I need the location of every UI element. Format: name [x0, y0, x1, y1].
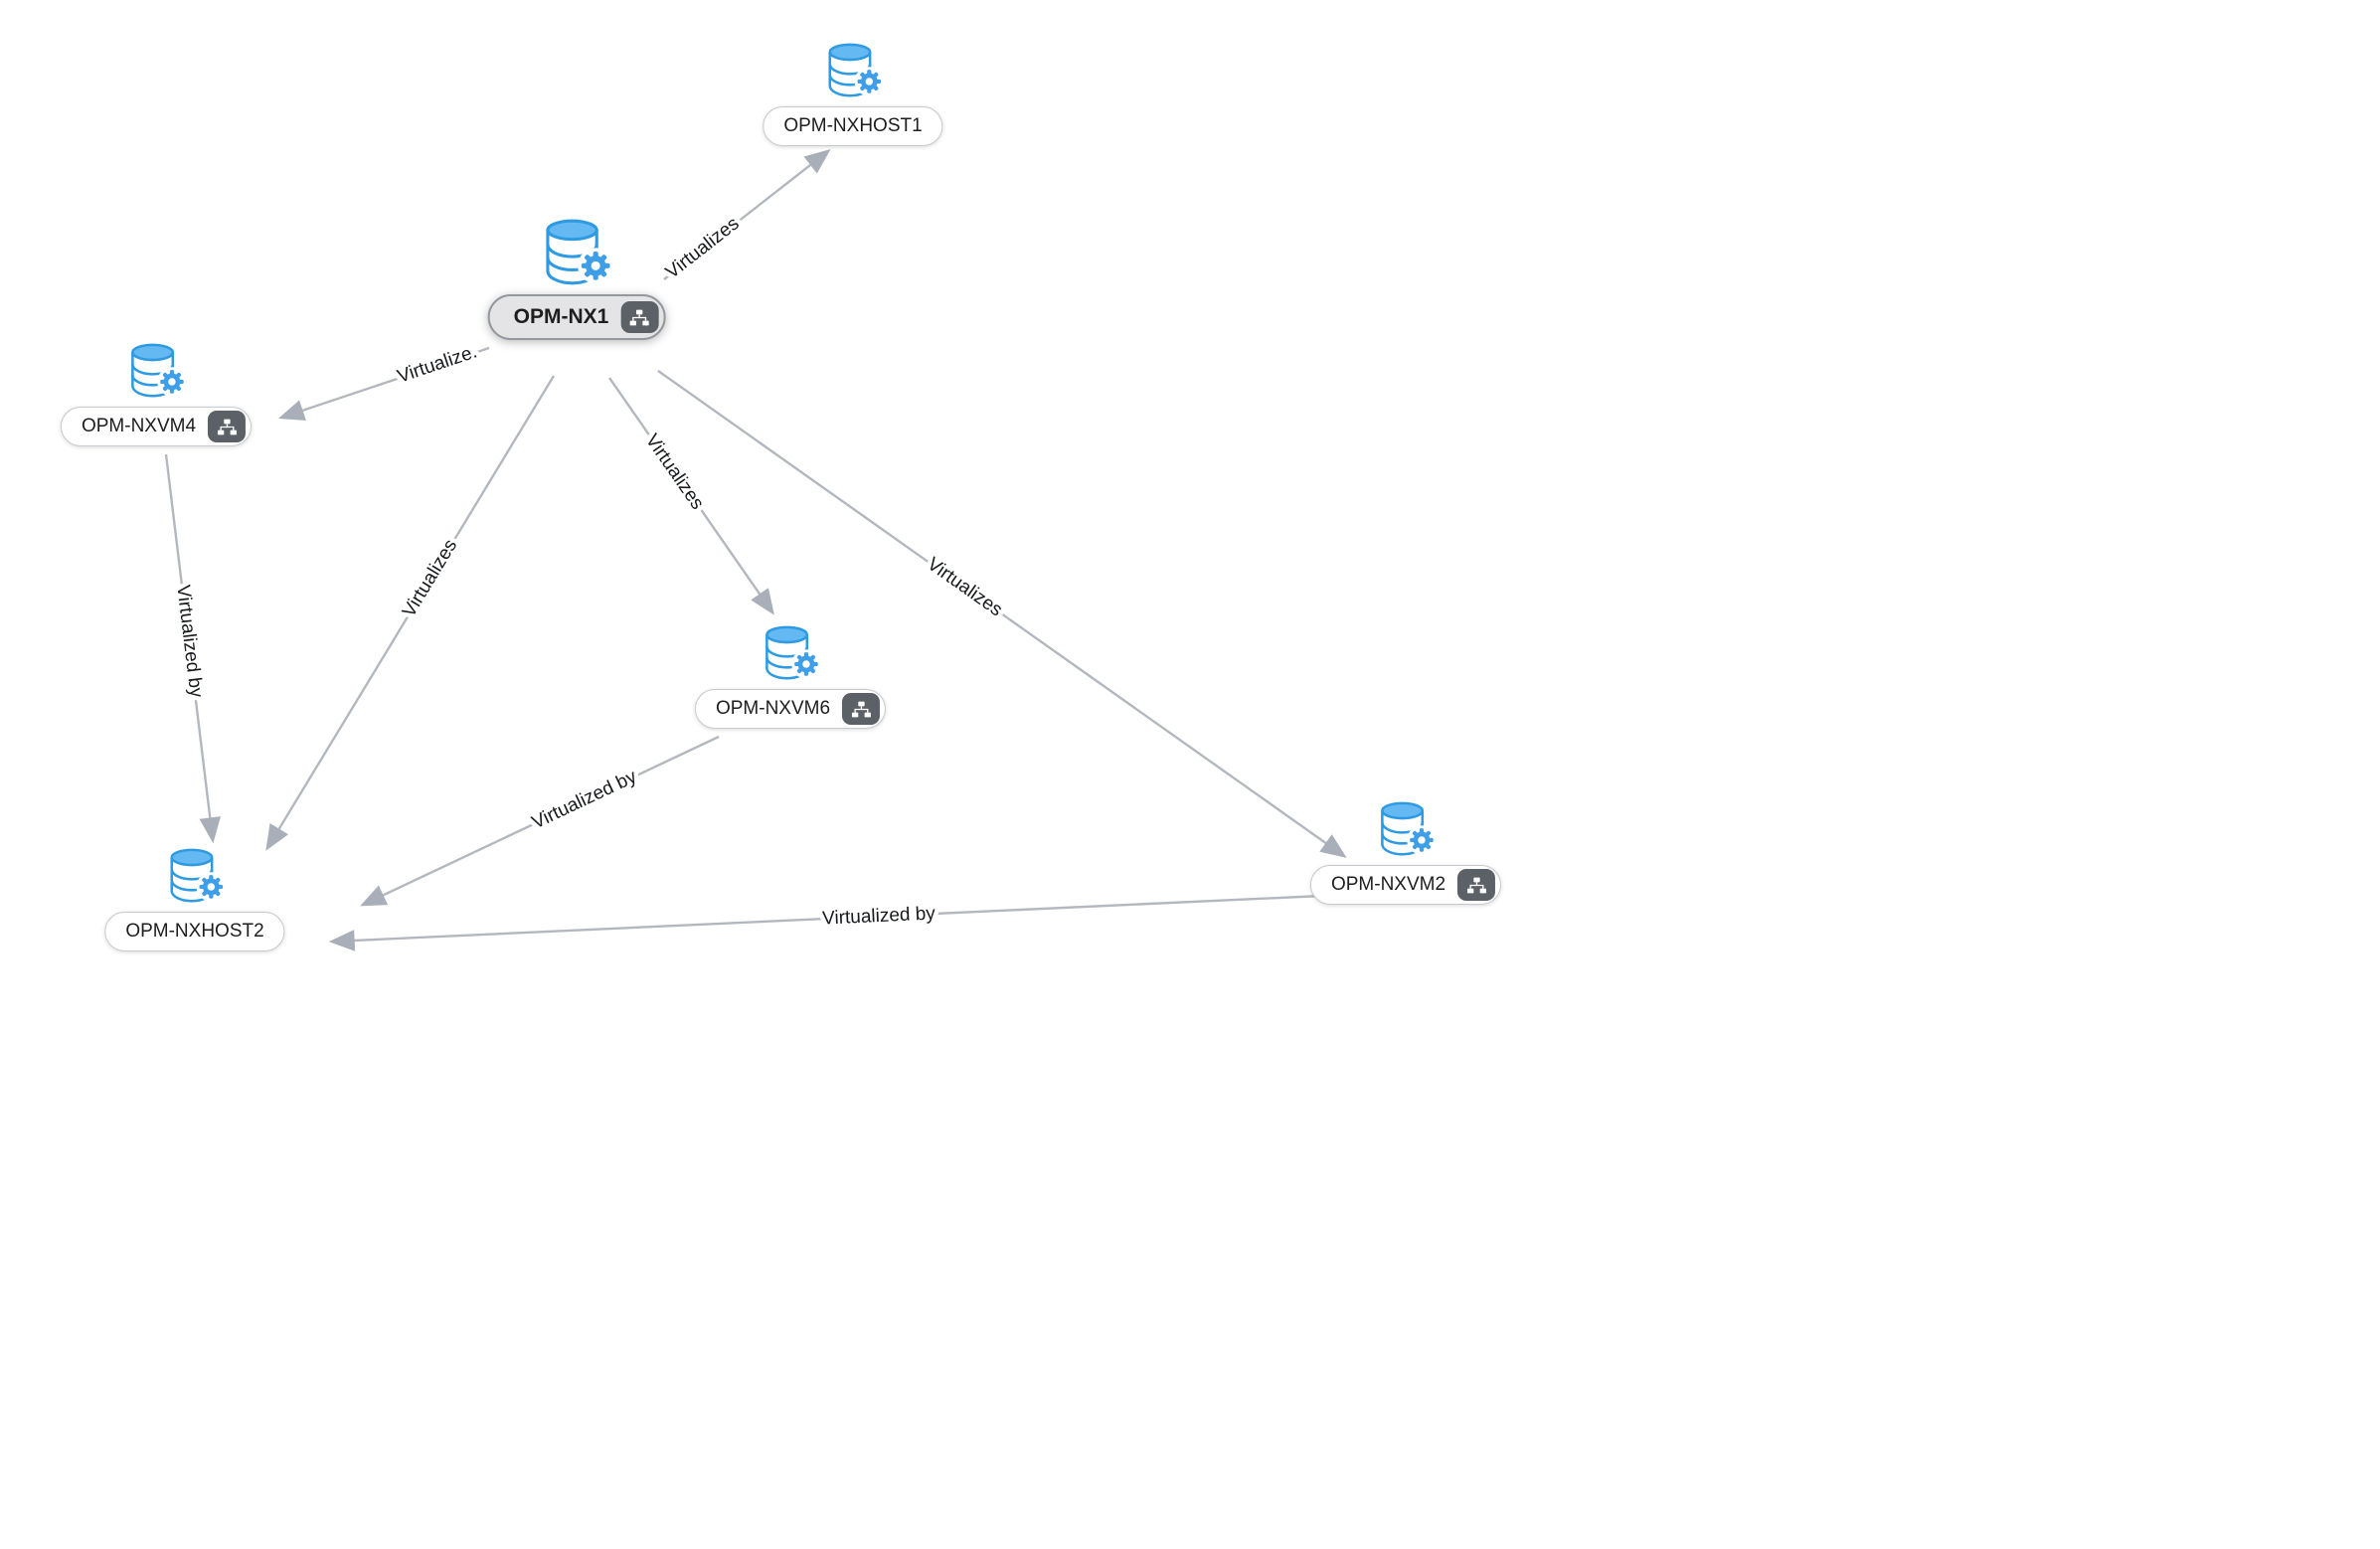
edge-label: Virtualize.	[395, 341, 479, 387]
node-opm-nxvm6: OPM-NXVM6	[694, 623, 887, 729]
node-pill[interactable]: OPM-NXVM6	[694, 689, 887, 729]
edge-label: Virtualizes	[924, 554, 1006, 621]
node-label: OPM-NXVM4	[81, 416, 197, 436]
node-label: OPM-NXVM6	[715, 698, 831, 719]
database-gear-icon[interactable]	[124, 341, 188, 401]
database-gear-icon[interactable]	[1374, 799, 1438, 859]
expand-topology-badge[interactable]	[842, 693, 881, 725]
node-label: OPM-NXHOST1	[783, 115, 923, 136]
expand-topology-badge[interactable]	[1457, 869, 1496, 901]
node-label: OPM-NX1	[513, 305, 609, 328]
expand-topology-badge[interactable]	[620, 301, 659, 333]
sitemap-icon	[628, 308, 651, 327]
node-pill[interactable]: OPM-NXVM2	[1309, 865, 1502, 905]
edge-opm-nxvm6-opm-nxhost2[interactable]	[360, 735, 720, 907]
node-opm-nxvm2: OPM-NXVM2	[1309, 799, 1502, 905]
database-gear-icon[interactable]	[759, 623, 822, 683]
edge-opm-nx1-opm-nxvm4[interactable]	[277, 346, 490, 422]
edge-label: Virtualizes	[662, 213, 744, 282]
edge-opm-nx1-opm-nxvm2[interactable]	[657, 370, 1347, 858]
edge-label: Virtualized by	[172, 584, 207, 699]
node-opm-nxhost2: OPM-NXHOST2	[104, 846, 285, 951]
edge-opm-nx1-opm-nxhost2[interactable]	[265, 375, 556, 851]
node-opm-nx1: OPM-NX1	[487, 217, 666, 340]
edge-opm-nxvm2-opm-nxhost2[interactable]	[328, 894, 1323, 951]
node-pill[interactable]: OPM-NXHOST2	[104, 912, 285, 951]
edge-label: Virtualized by	[529, 767, 640, 834]
edge-label: Virtualized by	[822, 903, 936, 929]
database-gear-icon[interactable]	[538, 217, 615, 288]
node-pill[interactable]: OPM-NXHOST1	[763, 106, 943, 146]
database-gear-icon[interactable]	[163, 846, 227, 906]
sitemap-icon	[1465, 876, 1488, 895]
sitemap-icon	[850, 700, 873, 719]
database-gear-icon[interactable]	[821, 41, 885, 100]
node-opm-nxvm4: OPM-NXVM4	[60, 341, 253, 446]
expand-topology-badge[interactable]	[208, 411, 247, 442]
node-pill[interactable]: OPM-NX1	[487, 294, 666, 340]
node-pill[interactable]: OPM-NXVM4	[60, 407, 253, 446]
edge-opm-nxvm4-opm-nxhost2[interactable]	[164, 453, 221, 844]
edge-label: Virtualizes	[399, 536, 461, 621]
sitemap-icon	[216, 418, 239, 436]
node-opm-nxhost1: OPM-NXHOST1	[763, 41, 943, 146]
edge-opm-nx1-opm-nxhost1[interactable]	[663, 149, 831, 280]
edge-opm-nx1-opm-nxvm6[interactable]	[608, 377, 774, 615]
node-label: OPM-NXVM2	[1330, 874, 1446, 895]
edge-label: Virtualizes	[641, 430, 708, 514]
node-label: OPM-NXHOST2	[125, 921, 264, 942]
